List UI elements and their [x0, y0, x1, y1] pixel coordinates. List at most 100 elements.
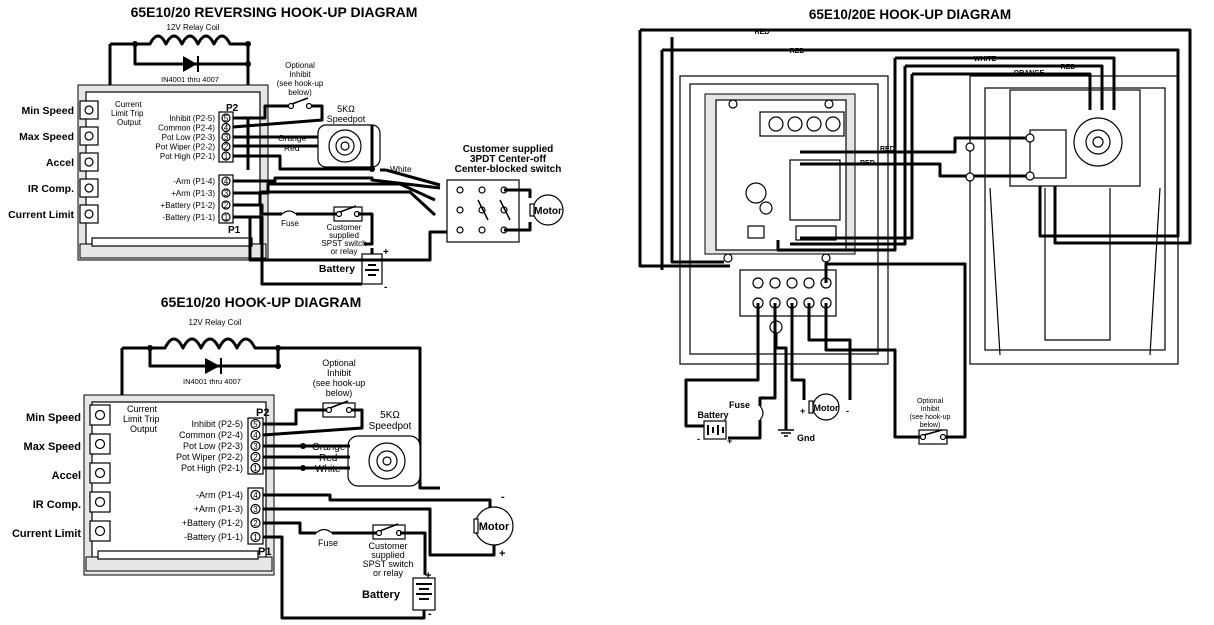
e-white-label: WHITE: [974, 56, 997, 63]
std-p2-pin-label-pot-low: Pot Low (P2-3): [183, 441, 243, 451]
svg-text:5: 5: [253, 420, 258, 429]
std-p2-label: P2: [256, 407, 269, 419]
spst-label-1: Customer: [327, 223, 362, 232]
svg-text:3: 3: [253, 442, 258, 451]
std-inhibit-label-3: (see hook-up: [313, 378, 366, 388]
e-trimpots: [768, 116, 841, 132]
svg-text:4: 4: [253, 491, 258, 500]
standard-diagram: 65E10/20 HOOK-UP DIAGRAM 12V Relay Coil …: [12, 294, 514, 620]
std-battery-label: Battery: [362, 589, 401, 601]
e-motor-plus: +: [800, 406, 805, 416]
e-diagram: 65E10/20E HOOK-UP DIAGRAM: [638, 7, 1192, 446]
current-trip-label-3: Output: [117, 118, 142, 127]
diode-branch: [133, 44, 248, 66]
trimpot-column: [79, 100, 99, 224]
p1-pin-label-pos-battery: +Battery (P1-2): [161, 201, 216, 210]
inhibit-label-2: Inhibit: [289, 70, 311, 79]
std-motor-minus: -: [501, 491, 505, 503]
switch-label-3: Center-blocked switch: [455, 164, 562, 175]
e-red-label-1: RED: [755, 29, 770, 36]
std-diode-label: IN4001 thru 4007: [183, 377, 241, 386]
p1-pin-label-pos-arm: +Arm (P1-3): [171, 189, 215, 198]
e-inhibit-label-3: (see hook-up: [910, 414, 951, 421]
std-current-limit-label: Current Limit: [12, 528, 81, 540]
std-red-wire-label: Red: [319, 453, 337, 464]
relay-coil-label: 12V Relay Coil: [167, 23, 220, 32]
speedpot-label-1: 5KΩ: [337, 104, 355, 114]
e-orange-label: ORANGE: [1014, 70, 1045, 77]
relay-coil: [110, 34, 265, 120]
std-p1-pin-label-pos-battery: +Battery (P1-2): [182, 518, 243, 528]
accel-label: Accel: [46, 157, 74, 169]
e-battery-icon: [707, 425, 724, 435]
e-inhibit-label-1: Optional: [917, 398, 944, 405]
battery-minus: -: [384, 282, 387, 293]
white-wire-label: White: [390, 164, 412, 174]
p2-pin-label-inhibit: Inhibit (P2-5): [169, 114, 215, 123]
svg-text:2: 2: [253, 453, 258, 462]
spst-label-2: supplied: [329, 231, 359, 240]
battery-label: Battery: [319, 263, 355, 275]
e-fuse-icon: [759, 405, 764, 421]
battery-plus: +: [383, 247, 389, 258]
p1-pin-nums: 4 3 2 1: [221, 176, 231, 222]
svg-text:4: 4: [253, 431, 258, 440]
e-gnd-label: Gnd: [797, 433, 815, 443]
std-max-speed-label: Max Speed: [24, 441, 81, 453]
p1-pin-label-neg-battery: -Battery (P1-1): [163, 213, 216, 222]
switch-label-2: 3PDT Center-off: [470, 154, 547, 165]
std-p1-label: P1: [258, 546, 271, 558]
std-inhibit-label-4: below): [326, 388, 353, 398]
std-relay-coil-label: 12V Relay Coil: [189, 318, 242, 327]
e-inhibit-switch-icon: [919, 429, 947, 441]
std-spst-label-1: Customer: [368, 541, 407, 551]
fuse-icon: [281, 210, 297, 215]
std-orange-wire-label: Orange: [312, 442, 346, 453]
svg-text:3: 3: [224, 189, 229, 198]
3pdt-contacts: [456, 186, 511, 234]
p1-pin-label-neg-arm: -Arm (P1-4): [173, 177, 215, 186]
e-motor-label: Motor: [814, 403, 839, 413]
e-fuse-label: Fuse: [729, 400, 750, 410]
e-battery-minus: -: [697, 434, 700, 444]
std-p2-pin-label-pot-high: Pot High (P2-1): [181, 463, 243, 473]
e-red-label-4: RED: [880, 146, 895, 153]
p2-pin-nums: 5 4 3 2 1: [221, 113, 231, 161]
e-red-label-2: RED: [790, 48, 805, 55]
svg-text:3: 3: [224, 133, 229, 142]
current-trip-label-2: Limit Trip: [111, 109, 144, 118]
max-speed-label: Max Speed: [19, 131, 74, 143]
std-trimpot-column: [89, 404, 111, 542]
std-current-trip-label-3: Output: [130, 424, 158, 434]
std-spst-switch-icon: [375, 523, 403, 537]
std-accel-label: Accel: [52, 470, 81, 482]
speedpot-label-2: Speedpot: [327, 114, 366, 124]
inhibit-switch-icon: [287, 97, 313, 110]
std-battery-icon: [416, 583, 432, 600]
std-p1-pin-label-neg-battery: -Battery (P1-1): [184, 532, 243, 542]
e-motor-minus: -: [846, 406, 849, 416]
switch-label-1: Customer supplied: [463, 144, 554, 155]
svg-text:1: 1: [253, 464, 258, 473]
inhibit-label-4: below): [288, 88, 312, 97]
std-current-trip-label-1: Current: [127, 404, 158, 414]
p2-pin-label-common: Common (P2-4): [158, 124, 215, 133]
ir-comp-label: IR Comp.: [28, 183, 74, 195]
e-title: 65E10/20E HOOK-UP DIAGRAM: [809, 7, 1011, 22]
std-inhibit-label-1: Optional: [322, 358, 356, 368]
e-gnd-icon: [778, 429, 794, 437]
std-p1-pin-label-neg-arm: -Arm (P1-4): [196, 490, 243, 500]
inhibit-label-3: (see hook-up: [277, 79, 324, 88]
std-p1-pin-label-pos-arm: +Arm (P1-3): [194, 504, 243, 514]
std-p2-pin-label-common: Common (P2-4): [179, 430, 243, 440]
e-inhibit-label-2: Inhibit: [921, 406, 940, 413]
e-battery-label: Battery: [697, 410, 728, 420]
motor-label: Motor: [534, 206, 562, 217]
svg-text:5: 5: [224, 114, 229, 123]
std-current-trip-label-2: Limit Trip: [123, 414, 160, 424]
current-limit-label: Current Limit: [8, 209, 74, 221]
reversing-title: 65E10/20 REVERSING HOOK-UP DIAGRAM: [131, 4, 418, 20]
std-speedpot-label-2: Speedpot: [369, 421, 412, 432]
min-speed-label: Min Speed: [21, 105, 74, 117]
p2-pin-label-pot-wiper: Pot Wiper (P2-2): [155, 143, 215, 152]
